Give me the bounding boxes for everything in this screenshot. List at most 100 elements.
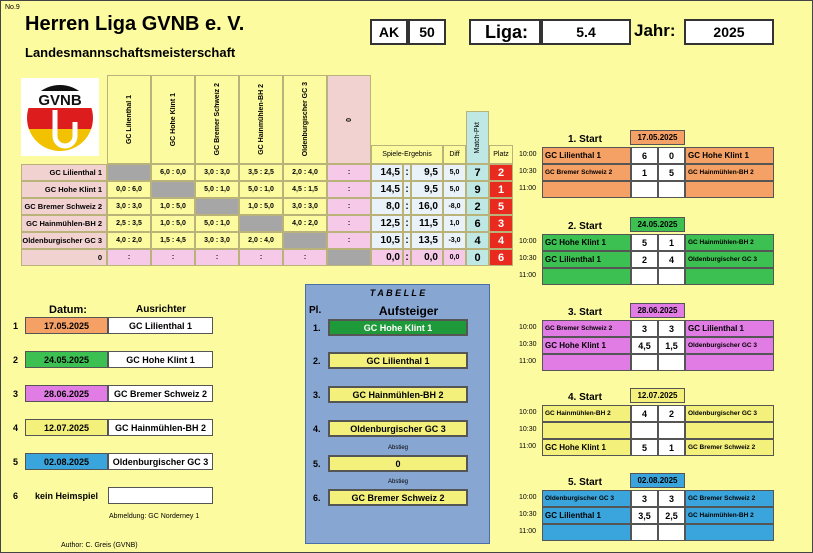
match-home[interactable]: GC Bremer Schweiz 2 <box>542 320 631 337</box>
match-home[interactable] <box>542 181 631 198</box>
match-away[interactable]: GC Hainmühlen-BH 2 <box>685 234 774 251</box>
match-away[interactable]: Oldenburgischer GC 3 <box>685 405 774 422</box>
matrix-cell[interactable] <box>239 215 283 232</box>
matrix-cell[interactable]: 2,0 : 4,0 <box>239 232 283 249</box>
matrix-cell[interactable]: 5,0 : 1,0 <box>239 181 283 198</box>
match-home[interactable]: GC Hohe Klint 1 <box>542 337 631 354</box>
match-away[interactable] <box>685 524 774 541</box>
match-away-score[interactable] <box>658 268 685 285</box>
match-away-score[interactable]: 4 <box>658 251 685 268</box>
matrix-cell[interactable]: 1,5 : 4,5 <box>151 232 195 249</box>
match-away-score[interactable]: 1 <box>658 234 685 251</box>
schedule-date[interactable]: 02.08.2025 <box>25 453 108 470</box>
schedule-date[interactable]: 12.07.2025 <box>25 419 108 436</box>
matrix-cell[interactable]: 1,0 : 5,0 <box>239 198 283 215</box>
match-away[interactable]: Oldenburgischer GC 3 <box>685 251 774 268</box>
schedule-host[interactable]: GC Lilienthal 1 <box>108 317 213 334</box>
match-away-score[interactable]: 3 <box>658 320 685 337</box>
match-away[interactable] <box>685 181 774 198</box>
match-home[interactable] <box>542 354 631 371</box>
match-away[interactable]: GC Hainmühlen-BH 2 <box>685 507 774 524</box>
match-away[interactable]: GC Hohe Klint 1 <box>685 147 774 164</box>
match-home-score[interactable]: 3 <box>631 320 658 337</box>
matrix-cell[interactable] <box>327 249 371 266</box>
matrix-cell[interactable]: : <box>327 232 371 249</box>
matrix-cell[interactable]: 3,0 : 3,0 <box>107 198 151 215</box>
match-home[interactable] <box>542 268 631 285</box>
match-home-score[interactable] <box>631 268 658 285</box>
matrix-cell[interactable]: : <box>327 215 371 232</box>
match-home-score[interactable]: 4 <box>631 405 658 422</box>
matrix-cell[interactable]: : <box>327 198 371 215</box>
matrix-cell[interactable]: 4,0 : 2,0 <box>283 215 327 232</box>
match-away[interactable]: GC Bremer Schweiz 2 <box>685 490 774 507</box>
match-home-score[interactable] <box>631 524 658 541</box>
matrix-cell[interactable]: 2,5 : 3,5 <box>107 215 151 232</box>
match-away-score[interactable]: 3 <box>658 490 685 507</box>
matrix-cell[interactable]: : <box>327 181 371 198</box>
match-away[interactable] <box>685 268 774 285</box>
tabelle-team[interactable]: GC Lilienthal 1 <box>328 352 468 369</box>
match-away-score[interactable]: 2 <box>658 405 685 422</box>
matrix-cell[interactable]: 2,0 : 4,0 <box>283 164 327 181</box>
match-home-score[interactable]: 4,5 <box>631 337 658 354</box>
matrix-cell[interactable]: : <box>239 249 283 266</box>
match-away[interactable]: GC Lilienthal 1 <box>685 320 774 337</box>
liga-value[interactable]: 5.4 <box>541 19 631 45</box>
matrix-cell[interactable] <box>107 164 151 181</box>
match-home[interactable]: GC Bremer Schweiz 2 <box>542 164 631 181</box>
match-home[interactable]: GC Lilienthal 1 <box>542 251 631 268</box>
matrix-cell[interactable]: 3,5 : 2,5 <box>239 164 283 181</box>
schedule-host[interactable]: GC Hohe Klint 1 <box>108 351 213 368</box>
match-home-score[interactable]: 2 <box>631 251 658 268</box>
match-home[interactable]: Oldenburgischer GC 3 <box>542 490 631 507</box>
matrix-cell[interactable]: 4,0 : 2,0 <box>107 232 151 249</box>
matrix-cell[interactable]: 4,5 : 1,5 <box>283 181 327 198</box>
matrix-cell[interactable]: 0,0 : 6,0 <box>107 181 151 198</box>
schedule-host[interactable] <box>108 487 213 504</box>
tabelle-team[interactable]: GC Hohe Klint 1 <box>328 319 468 336</box>
match-away-score[interactable]: 1 <box>658 439 685 456</box>
matrix-cell[interactable]: : <box>151 249 195 266</box>
matrix-cell[interactable]: 5,0 : 1,0 <box>195 215 239 232</box>
match-away-score[interactable]: 2,5 <box>658 507 685 524</box>
match-away-score[interactable] <box>658 524 685 541</box>
matrix-cell[interactable]: : <box>195 249 239 266</box>
tabelle-team[interactable]: GC Bremer Schweiz 2 <box>328 489 468 506</box>
matrix-cell[interactable]: 3,0 : 3,0 <box>195 164 239 181</box>
matrix-cell[interactable]: 3,0 : 3,0 <box>195 232 239 249</box>
match-away-score[interactable] <box>658 354 685 371</box>
matrix-cell[interactable]: 5,0 : 1,0 <box>195 181 239 198</box>
match-away[interactable]: GC Bremer Schweiz 2 <box>685 439 774 456</box>
match-home-score[interactable] <box>631 354 658 371</box>
match-away-score[interactable]: 1,5 <box>658 337 685 354</box>
match-home[interactable]: GC Lilienthal 1 <box>542 507 631 524</box>
matrix-cell[interactable] <box>283 232 327 249</box>
matrix-cell[interactable] <box>151 181 195 198</box>
match-home-score[interactable]: 3,5 <box>631 507 658 524</box>
tabelle-team[interactable]: 0 <box>328 455 468 472</box>
match-away-score[interactable] <box>658 422 685 439</box>
matrix-cell[interactable]: 1,0 : 5,0 <box>151 215 195 232</box>
match-home-score[interactable]: 5 <box>631 439 658 456</box>
matrix-cell[interactable]: 1,0 : 5,0 <box>151 198 195 215</box>
match-away[interactable] <box>685 354 774 371</box>
matrix-cell[interactable] <box>195 198 239 215</box>
match-home-score[interactable] <box>631 422 658 439</box>
match-home-score[interactable]: 6 <box>631 147 658 164</box>
match-home[interactable]: GC Hohe Klint 1 <box>542 439 631 456</box>
tabelle-team[interactable]: GC Hainmühlen-BH 2 <box>328 386 468 403</box>
match-home-score[interactable]: 1 <box>631 164 658 181</box>
matrix-cell[interactable]: : <box>283 249 327 266</box>
match-home-score[interactable] <box>631 181 658 198</box>
match-home[interactable]: GC Hohe Klint 1 <box>542 234 631 251</box>
schedule-date[interactable]: 24.05.2025 <box>25 351 108 368</box>
ak-value[interactable]: 50 <box>408 19 446 45</box>
match-home[interactable] <box>542 524 631 541</box>
tabelle-team[interactable]: Oldenburgischer GC 3 <box>328 420 468 437</box>
schedule-host[interactable]: GC Bremer Schweiz 2 <box>108 385 213 402</box>
matrix-cell[interactable]: 6,0 : 0,0 <box>151 164 195 181</box>
match-away-score[interactable] <box>658 181 685 198</box>
matrix-cell[interactable]: 3,0 : 3,0 <box>283 198 327 215</box>
match-away-score[interactable]: 0 <box>658 147 685 164</box>
